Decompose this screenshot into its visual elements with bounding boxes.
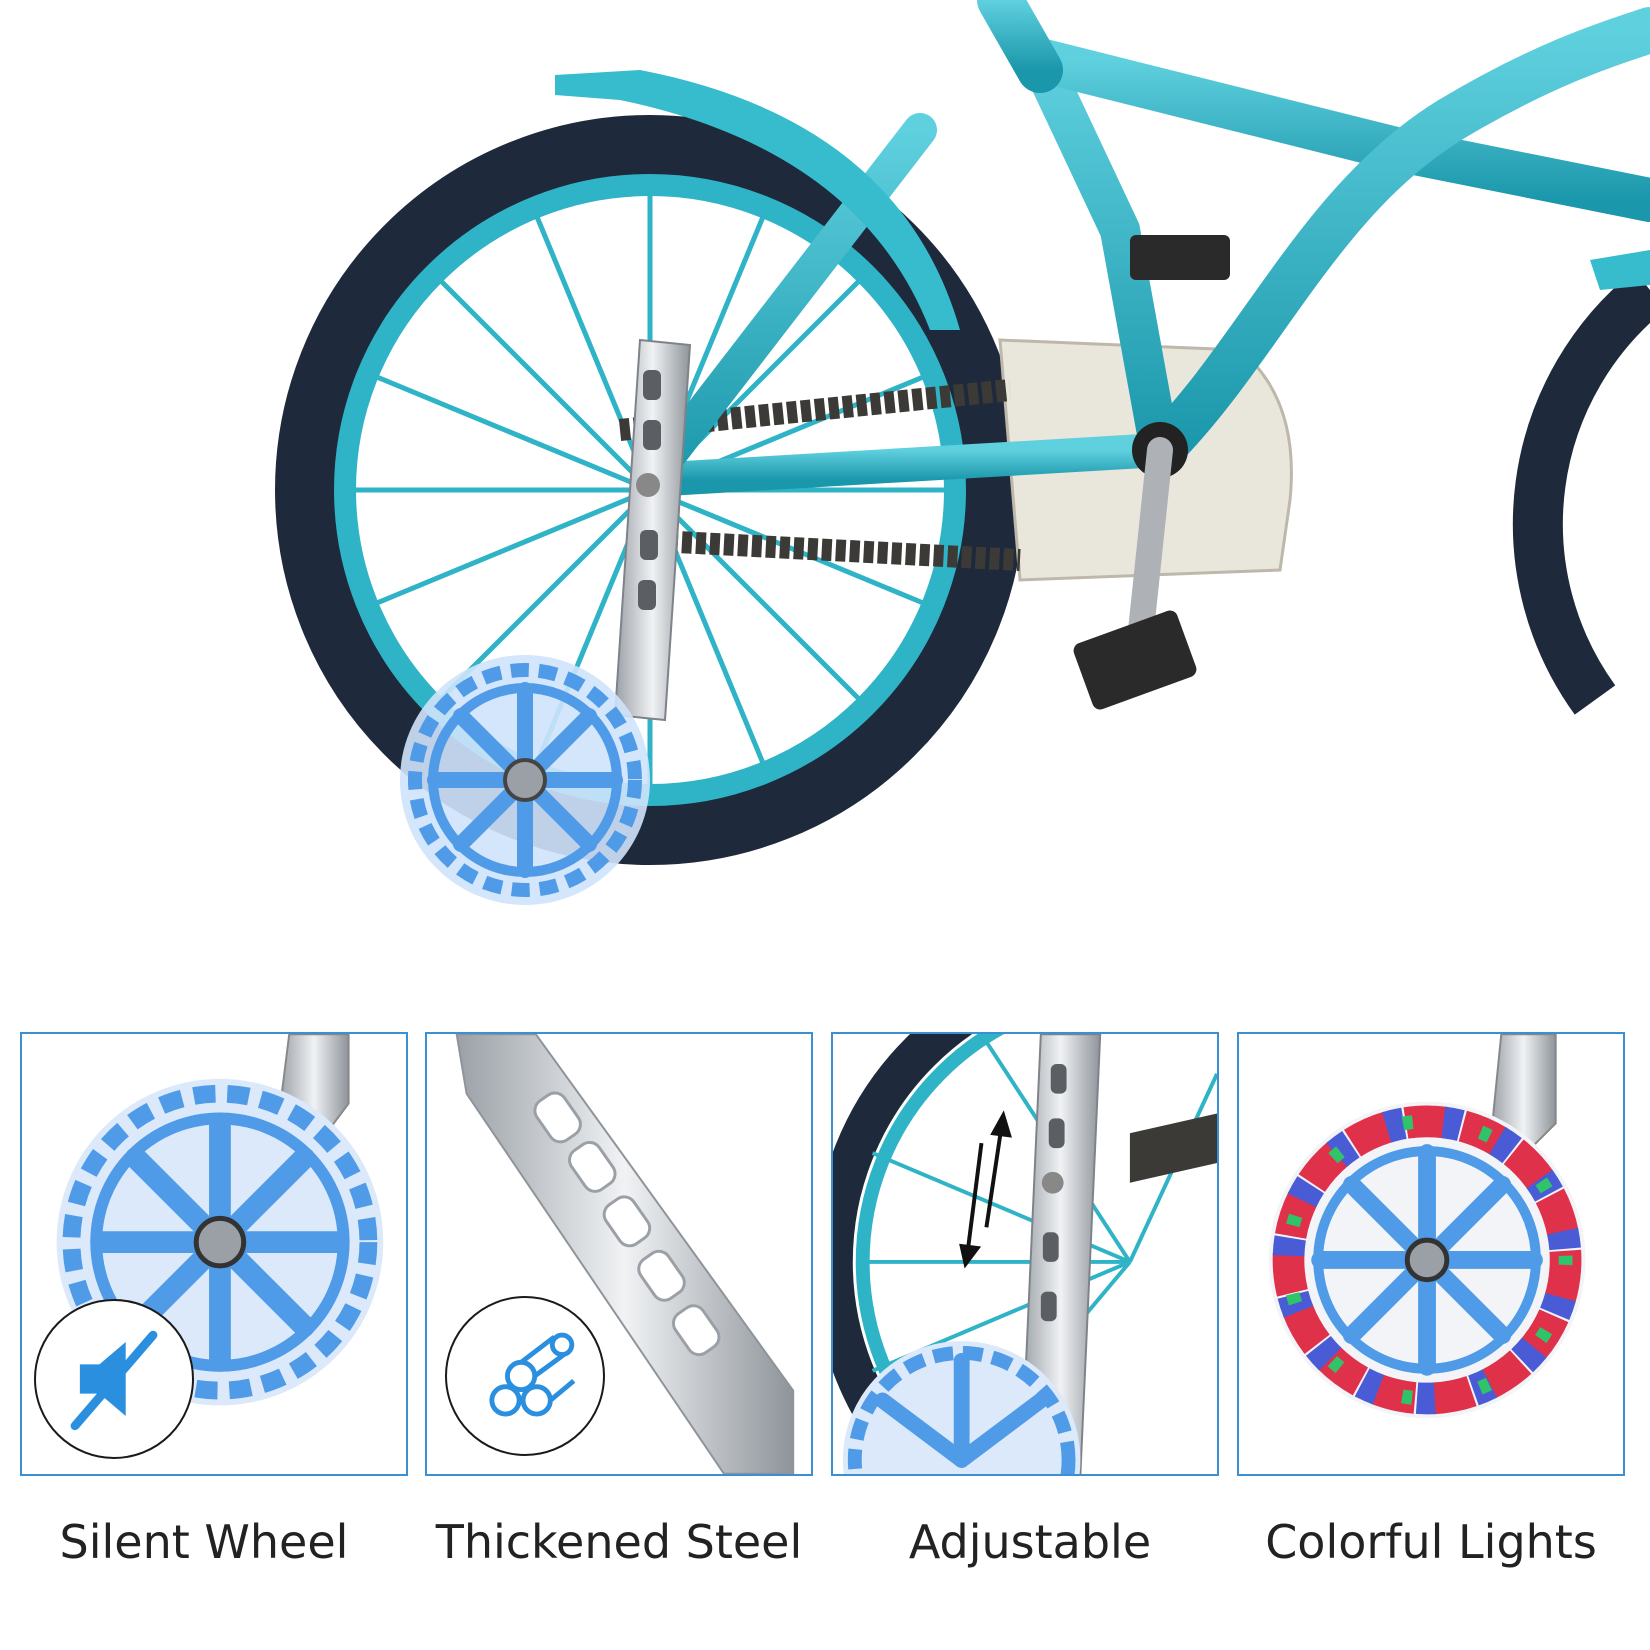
steel-badge bbox=[445, 1296, 605, 1456]
caption-adjustable: Adjustable bbox=[908, 1515, 1152, 1569]
lit-wheel-closeup bbox=[1268, 1034, 1586, 1419]
training-wheel-bracket bbox=[613, 338, 692, 722]
training-wheel bbox=[400, 655, 650, 905]
hero-bike-photo bbox=[275, 0, 1650, 905]
rear-wheel bbox=[275, 115, 1025, 865]
feature-panel-silent-wheel bbox=[20, 1032, 408, 1476]
feature-panel-thickened-steel bbox=[425, 1032, 813, 1476]
bracket-on-bike-closeup bbox=[833, 1034, 1217, 1474]
feature-panel-adjustable bbox=[831, 1032, 1219, 1476]
steel-tubes-icon bbox=[489, 1332, 576, 1417]
caption-silent-wheel: Silent Wheel bbox=[59, 1515, 349, 1569]
steel-bracket-closeup bbox=[455, 1034, 795, 1474]
training-wheel-closeup bbox=[56, 1034, 384, 1406]
muted-speaker-icon bbox=[70, 1330, 158, 1431]
feature-panel-colorful-lights bbox=[1237, 1032, 1625, 1476]
caption-colorful-lights: Colorful Lights bbox=[1265, 1515, 1597, 1569]
caption-thickened-steel: Thickened Steel bbox=[435, 1515, 803, 1569]
silent-badge bbox=[34, 1299, 194, 1459]
up-down-arrows-icon bbox=[959, 1110, 1012, 1269]
